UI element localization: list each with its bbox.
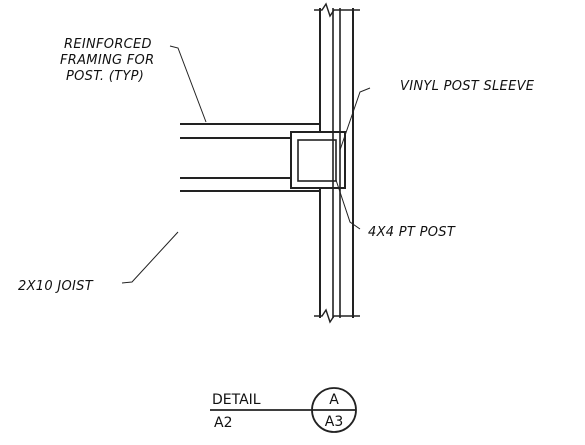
label-2x10-joist: 2X10 JOIST bbox=[18, 279, 94, 294]
label-reinforced-framing-line2: FRAMING FOR bbox=[60, 53, 154, 68]
detail-tag: DETAIL A2 A A3 bbox=[210, 387, 357, 433]
detail-tag-sheet-ref: A2 bbox=[214, 415, 232, 431]
vinyl-post-sleeve bbox=[319, 8, 354, 318]
label-4x4-pt-post: 4X4 PT POST bbox=[368, 225, 456, 240]
label-reinforced-framing-line1: REINFORCED bbox=[64, 37, 152, 52]
leader-lines bbox=[121, 45, 371, 284]
label-reinforced-framing-line3: POST. (TYP) bbox=[66, 69, 144, 84]
post-sleeve-box bbox=[290, 131, 346, 189]
post-4x4 bbox=[332, 8, 341, 318]
detail-tag-sheet: A3 bbox=[325, 414, 343, 430]
break-marks bbox=[314, 2, 360, 324]
detail-tag-letter: A bbox=[329, 392, 339, 408]
reinforced-framing bbox=[180, 123, 320, 139]
label-vinyl-post-sleeve: VINYL POST SLEEVE bbox=[400, 79, 535, 94]
joist-2x10 bbox=[180, 177, 320, 192]
detail-tag-title: DETAIL bbox=[212, 392, 261, 408]
